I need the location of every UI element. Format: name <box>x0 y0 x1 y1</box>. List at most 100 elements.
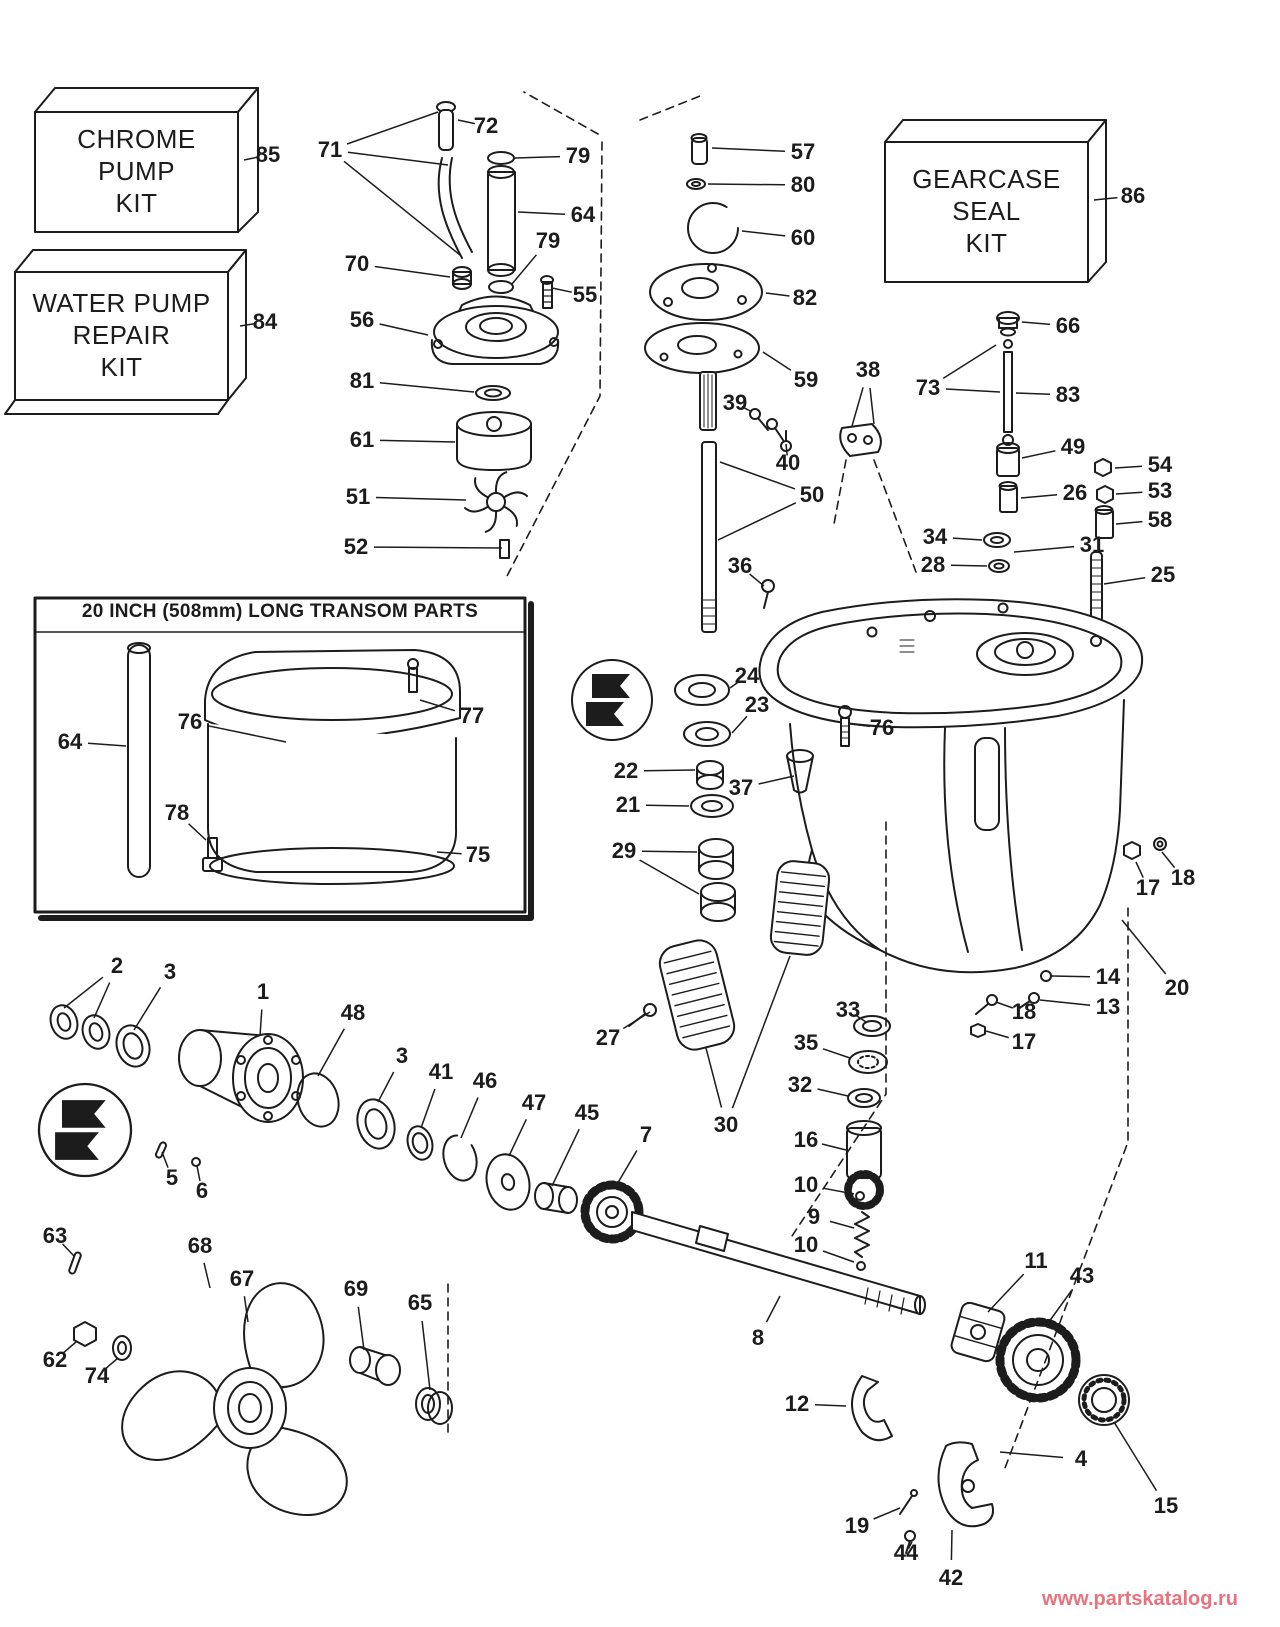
leader-line-67 <box>243 1296 249 1323</box>
leader-line-55 <box>551 287 572 293</box>
leader-line-10 <box>822 1250 855 1263</box>
leader-line-29 <box>639 859 700 895</box>
leader-line-50 <box>719 461 796 490</box>
leader-line-24 <box>729 680 741 689</box>
leader-line-44 <box>907 1541 913 1549</box>
leader-line-18 <box>1161 851 1176 869</box>
leader-line-6 <box>196 1165 201 1182</box>
leader-line-45 <box>551 1128 580 1187</box>
leader-line-68 <box>203 1262 211 1289</box>
leader-line-12 <box>814 1403 847 1407</box>
leader-line-61 <box>379 439 456 443</box>
leader-line-59 <box>762 351 792 371</box>
leader-line-40 <box>785 443 788 456</box>
leader-line-19 <box>873 1507 901 1520</box>
leader-line-64 <box>517 211 566 215</box>
leader-line-23 <box>731 715 748 734</box>
leader-line-42 <box>950 1529 953 1561</box>
leader-line-82 <box>765 292 790 297</box>
leader-line-71 <box>346 111 439 145</box>
gearcase-seal-kit-box <box>884 119 1107 283</box>
gear-and-shift-parts-art <box>844 1015 1130 1554</box>
leader-line-49 <box>1021 450 1056 459</box>
leader-line-14 <box>1051 975 1091 978</box>
leader-line-27 <box>622 1011 651 1030</box>
leader-line-58 <box>1115 520 1143 525</box>
leader-line-5 <box>161 1151 169 1168</box>
leader-line-20 <box>1121 919 1167 975</box>
leader-line-77 <box>419 699 456 712</box>
leader-line-36 <box>749 573 765 587</box>
leader-line-57 <box>711 147 786 152</box>
leader-line-86 <box>1093 196 1118 201</box>
leader-line-76 <box>851 723 871 728</box>
leader-line-1 <box>259 1009 263 1037</box>
leader-line-29 <box>641 850 698 853</box>
transom-housing-inset-art <box>127 642 461 885</box>
leader-line-41 <box>420 1088 436 1129</box>
leader-line-25 <box>1103 576 1146 585</box>
leader-line-71 <box>347 151 449 166</box>
leader-line-79 <box>514 155 561 159</box>
leader-line-52 <box>373 546 503 549</box>
leader-line-84 <box>239 322 256 327</box>
leader-line-17 <box>985 1030 1010 1039</box>
leader-line-7 <box>615 1150 638 1187</box>
leader-line-8 <box>765 1295 781 1323</box>
leader-line-39 <box>741 405 753 413</box>
leader-line-15 <box>1113 1421 1158 1492</box>
driveshaft-and-plates-art <box>644 133 882 633</box>
leader-line-56 <box>379 323 429 336</box>
leader-line-75 <box>436 851 462 855</box>
leader-line-83 <box>1015 392 1051 396</box>
leader-line-81 <box>379 382 475 393</box>
bearing-stack-art <box>674 674 736 922</box>
leader-line-73 <box>942 344 997 380</box>
leader-line-85 <box>243 156 259 161</box>
leader-line-4 <box>999 1451 1064 1459</box>
leader-line-74 <box>104 1357 119 1370</box>
gearcase-housing-art <box>758 598 1167 1038</box>
leader-line-70 <box>374 265 451 278</box>
leader-line-2 <box>63 976 104 1009</box>
propeller-art <box>68 1251 453 1516</box>
leader-line-69 <box>357 1306 365 1351</box>
leader-line-3 <box>377 1071 395 1103</box>
leader-line-11 <box>987 1273 1025 1313</box>
leader-line-54 <box>1114 465 1143 469</box>
leader-line-43 <box>1045 1290 1073 1327</box>
leader-line-60 <box>741 230 786 237</box>
leader-line-63 <box>62 1243 75 1257</box>
leader-line-38 <box>851 387 864 427</box>
leader-line-65 <box>421 1320 431 1391</box>
leader-line-34 <box>952 537 983 541</box>
brand-logo <box>37 659 653 1178</box>
water-pump-repair-kit-box <box>4 249 247 415</box>
construction-dashes <box>447 91 1129 1469</box>
leader-line-47 <box>508 1118 527 1157</box>
propshaft-parts-art <box>49 1004 926 1315</box>
leader-line-3 <box>133 986 162 1031</box>
leader-line-71 <box>343 160 461 256</box>
leader-line-17 <box>1135 861 1144 878</box>
shift-rod-parts-art <box>983 311 1114 623</box>
leader-line-76 <box>207 724 287 743</box>
leader-line-48 <box>317 1028 345 1077</box>
leader-line-28 <box>950 564 988 567</box>
leader-line-66 <box>1021 321 1051 326</box>
leader-line-32 <box>817 1088 849 1097</box>
leader-line-9 <box>829 1220 855 1229</box>
leader-line-10 <box>823 1187 855 1195</box>
leader-line-22 <box>643 769 696 772</box>
leader-line-50 <box>717 502 797 541</box>
leader-line-72 <box>457 119 475 125</box>
leader-line-80 <box>707 183 786 186</box>
leader-line-37 <box>758 775 795 785</box>
leader-lines <box>62 111 1176 1561</box>
leader-line-30 <box>731 955 791 1109</box>
leader-line-53 <box>1115 491 1143 495</box>
leader-line-2 <box>93 982 111 1019</box>
leader-line-18 <box>995 1001 1014 1009</box>
leader-line-46 <box>460 1097 479 1139</box>
